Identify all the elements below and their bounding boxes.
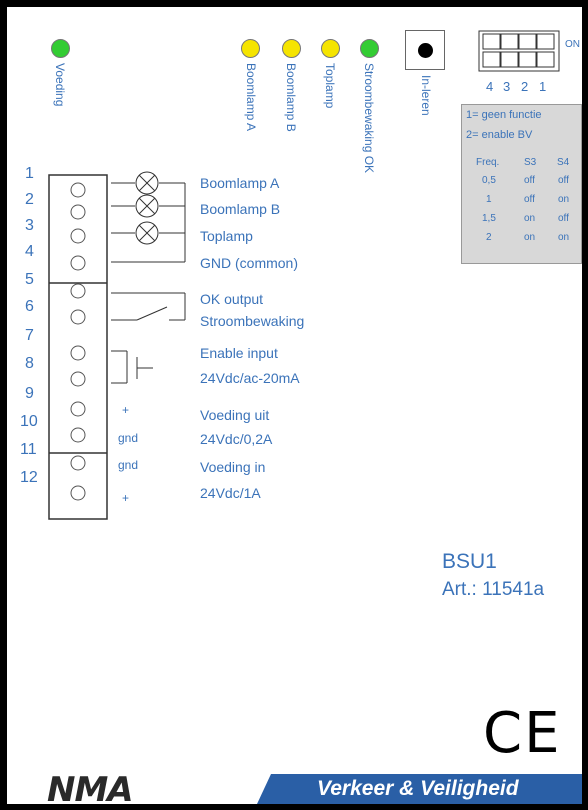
info-header-freq: Freq. [476, 157, 500, 168]
pin-number: 3 [25, 217, 34, 234]
pin-number: 9 [25, 385, 34, 402]
led-stroombewaking [360, 39, 379, 58]
pin-number: 5 [25, 271, 34, 288]
info-header-s3: S3 [524, 157, 537, 168]
ce-mark: CE [483, 701, 562, 766]
pin-number: 1 [25, 165, 34, 182]
info-s3: off [524, 194, 535, 205]
label-enable-spec: 24Vdc/ac-20mA [200, 370, 300, 386]
info-freq: 2 [486, 232, 492, 243]
pin-number: 6 [25, 298, 34, 315]
led-label-boomlamp-b: Boomlamp B [284, 63, 298, 132]
dip-switch-graphic [478, 30, 560, 72]
led-toplamp [321, 39, 340, 58]
dip-number-4: 4 [486, 79, 494, 94]
dip-number-3: 3 [503, 79, 511, 94]
polarity-plus-out: + [122, 403, 130, 417]
inleren-button[interactable] [405, 30, 445, 70]
dip-info-box: 1= geen functie 2= enable BV Freq. S3 S4… [461, 104, 582, 264]
info-s3: on [524, 213, 536, 224]
info-freq: 1,5 [482, 213, 496, 224]
product-article: Art.: 11541a [442, 579, 545, 600]
label-voeding-uit: Voeding uit [200, 407, 270, 423]
info-freq: 0,5 [482, 175, 496, 186]
pin-number: 10 [20, 413, 38, 430]
polarity-gnd-out: gnd [118, 431, 139, 445]
info-header-s4: S4 [557, 157, 570, 168]
polarity-gnd-in: gnd [118, 458, 139, 472]
pin-number: 7 [25, 327, 34, 344]
dip-number-2: 2 [521, 79, 529, 94]
led-label-voeding: Voeding [53, 63, 67, 107]
info-s3: on [524, 232, 536, 243]
label-gnd-common: GND (common) [200, 255, 299, 271]
pin-number: 8 [25, 355, 34, 372]
dip-number-1: 1 [539, 79, 547, 94]
dip-on-label: ON [565, 39, 580, 50]
device-label-panel: Voeding Boomlamp A Boomlamp B Toplamp St… [7, 7, 582, 810]
led-boomlamp-b [282, 39, 301, 58]
led-boomlamp-a [241, 39, 260, 58]
label-enable-input: Enable input [200, 345, 278, 361]
info-line-2: 2= enable BV [466, 129, 533, 141]
footer-tagline: Verkeer & Veiligheid [317, 777, 519, 800]
pin-number: 12 [20, 469, 38, 486]
pin-number: 11 [20, 441, 37, 458]
terminal-block-diagram [48, 171, 186, 520]
label-voeding-uit-spec: 24Vdc/0,2A [200, 431, 273, 447]
label-voeding-in: Voeding in [200, 459, 266, 475]
footer-logo: NMA [47, 770, 134, 810]
footer-graphic [257, 774, 582, 804]
led-label-boomlamp-a: Boomlamp A [244, 63, 258, 132]
info-s4: off [558, 213, 569, 224]
footer-bar: NMA Verkeer & Veiligheid [7, 770, 582, 810]
label-toplamp: Toplamp [200, 228, 253, 244]
label-boomlamp-a: Boomlamp A [200, 175, 280, 191]
dip-switch[interactable] [470, 29, 560, 73]
info-s4: on [558, 232, 570, 243]
label-ok-output: OK output [200, 291, 264, 307]
label-stroombewaking: Stroombewaking [200, 313, 305, 329]
led-label-stroombewaking: Stroombewaking OK [362, 63, 376, 174]
info-line-1: 1= geen functie [466, 109, 542, 121]
inleren-button-knob [418, 43, 433, 58]
info-freq: 1 [486, 194, 492, 205]
pin-number: 4 [25, 243, 34, 260]
label-voeding-in-spec: 24Vdc/1A [200, 485, 261, 501]
pin-number: 2 [25, 191, 34, 208]
led-voeding [51, 39, 70, 58]
polarity-plus-in: + [122, 491, 130, 505]
product-name: BSU1 [442, 550, 497, 573]
info-s4: off [558, 175, 569, 186]
inleren-label: In-leren [419, 75, 433, 116]
label-boomlamp-b: Boomlamp B [200, 201, 281, 217]
info-s3: off [524, 175, 535, 186]
led-label-toplamp: Toplamp [323, 63, 337, 109]
info-s4: on [558, 194, 570, 205]
